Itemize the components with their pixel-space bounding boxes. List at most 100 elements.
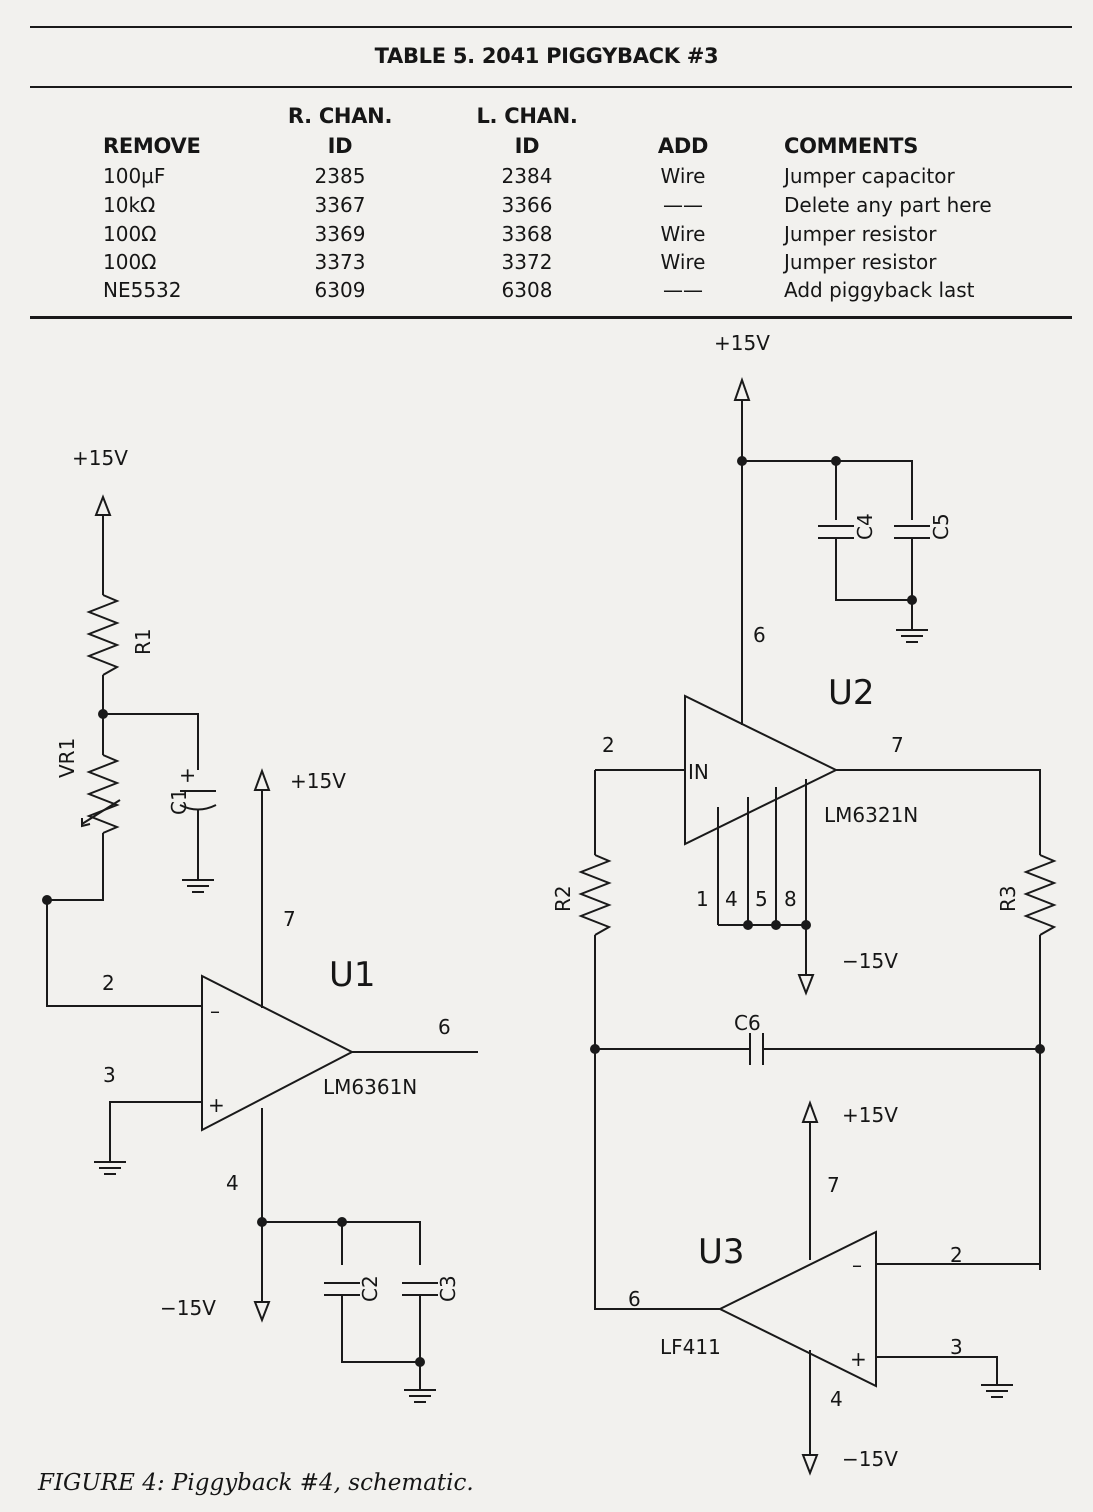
- pin-label: 7: [891, 733, 904, 757]
- opamp-symbol-minus: –: [852, 1253, 862, 1277]
- component-label: C5: [929, 513, 953, 540]
- pin-label: 1: [696, 887, 709, 911]
- junction-dot: [42, 895, 52, 905]
- resistor-r3: [1023, 854, 1057, 936]
- junction-dot: [801, 920, 811, 930]
- header-l-chan-line2: ID: [514, 134, 540, 158]
- opamp-symbol-minus: –: [210, 999, 220, 1023]
- row-comment: Jumper resistor: [784, 222, 937, 246]
- header-add: ADD: [657, 134, 709, 158]
- ground-icon: [895, 629, 929, 643]
- row-r-id: 3367: [314, 193, 366, 217]
- component-label: +: [175, 767, 199, 784]
- component-label: C4: [853, 513, 877, 540]
- row-comment: Jumper resistor: [784, 250, 937, 274]
- header-remove: REMOVE: [103, 134, 201, 158]
- component-label: C2: [358, 1275, 382, 1302]
- potentiometer-vr1: [86, 754, 120, 834]
- component-label: C3: [436, 1275, 460, 1302]
- pin-label: 7: [827, 1173, 840, 1197]
- component-label: C1: [167, 788, 191, 815]
- pin-label: 3: [950, 1335, 963, 1359]
- junction-dot: [415, 1357, 425, 1367]
- resistor-r1: [86, 594, 120, 676]
- pin-label: 4: [830, 1387, 843, 1411]
- header-comments: COMMENTS: [784, 134, 919, 158]
- header-r-chan-line2: ID: [327, 134, 353, 158]
- rail-arrow-down-u1: [253, 1301, 271, 1323]
- rail-label-pos: +15V: [714, 331, 770, 355]
- row-add: Wire: [660, 222, 706, 246]
- row-comment: Add piggyback last: [784, 278, 975, 302]
- pin-label: 4: [725, 887, 738, 911]
- pin-label: 2: [950, 1243, 963, 1267]
- pin-label: 5: [755, 887, 768, 911]
- rail-arrow-up-u2: [733, 376, 751, 401]
- rail-label-neg: −15V: [842, 1447, 898, 1471]
- rail-arrow-up-u3: [801, 1100, 819, 1123]
- rail-arrow-down-u3: [801, 1454, 819, 1476]
- opamp-input-label: IN: [688, 760, 709, 784]
- row-remove: 10kΩ: [103, 193, 156, 217]
- opamp-u1-body: [201, 974, 355, 1132]
- component-label: R3: [996, 885, 1020, 912]
- opamp-symbol-plus: +: [850, 1347, 867, 1371]
- row-comment: Jumper capacitor: [784, 164, 955, 188]
- row-r-id: 3373: [314, 250, 366, 274]
- component-label: VR1: [55, 738, 79, 778]
- row-r-id: 6309: [314, 278, 366, 302]
- pin-label: 6: [628, 1287, 641, 1311]
- row-remove: 100µF: [103, 164, 166, 188]
- pin-label: 8: [784, 887, 797, 911]
- row-l-id: 3372: [501, 250, 553, 274]
- row-comment: Delete any part here: [784, 193, 992, 217]
- junction-dot: [98, 709, 108, 719]
- row-l-id: 3368: [501, 222, 553, 246]
- junction-dot: [1035, 1044, 1045, 1054]
- row-add: ——: [663, 193, 703, 217]
- rail-arrow-up-u1: [253, 768, 271, 791]
- pin-label: 2: [102, 971, 115, 995]
- pin-label: 6: [753, 623, 766, 647]
- junction-dot: [743, 920, 753, 930]
- row-add: Wire: [660, 164, 706, 188]
- component-label: C6: [734, 1011, 761, 1035]
- row-remove: NE5532: [103, 278, 182, 302]
- opamp-part-u3: LF411: [660, 1335, 721, 1359]
- junction-dot: [831, 456, 841, 466]
- wire: [594, 1049, 1040, 1455]
- junction-dot: [737, 456, 747, 466]
- opamp-name-u3: U3: [698, 1232, 745, 1272]
- junction-dot: [257, 1217, 267, 1227]
- table-top-rule: [30, 26, 1072, 28]
- opamp-part-u1: LM6361N: [323, 1075, 417, 1099]
- rail-label-neg: −15V: [842, 949, 898, 973]
- table-bottom-rule: [30, 316, 1072, 319]
- opamp-u3-body: [717, 1230, 877, 1388]
- junction-dot: [771, 920, 781, 930]
- table-header-rule: [30, 86, 1072, 88]
- rail-arrow-up-r1: [94, 494, 112, 516]
- vr1-wiper-arrow: [81, 818, 91, 828]
- opamp-symbol-plus: +: [208, 1093, 225, 1117]
- wire: [594, 400, 1041, 1270]
- row-r-id: 3369: [314, 222, 366, 246]
- ground-icon: [403, 1389, 437, 1403]
- junction-dot: [590, 1044, 600, 1054]
- pin-label: 4: [226, 1171, 239, 1195]
- pin-label: 7: [283, 907, 296, 931]
- opamp-u2-body: [684, 694, 839, 846]
- row-remove: 100Ω: [103, 250, 157, 274]
- row-add: Wire: [660, 250, 706, 274]
- row-add: ——: [663, 278, 703, 302]
- ground-icon: [93, 1161, 127, 1175]
- rail-arrow-down-u2: [797, 974, 815, 996]
- component-label: R1: [131, 628, 155, 655]
- pin-label: 6: [438, 1015, 451, 1039]
- rail-label-pos: +15V: [842, 1103, 898, 1127]
- figure-caption: FIGURE 4: Piggyback #4, schematic.: [38, 1470, 474, 1496]
- resistor-r2: [578, 854, 612, 936]
- row-remove: 100Ω: [103, 222, 157, 246]
- rail-label-neg: −15V: [160, 1296, 216, 1320]
